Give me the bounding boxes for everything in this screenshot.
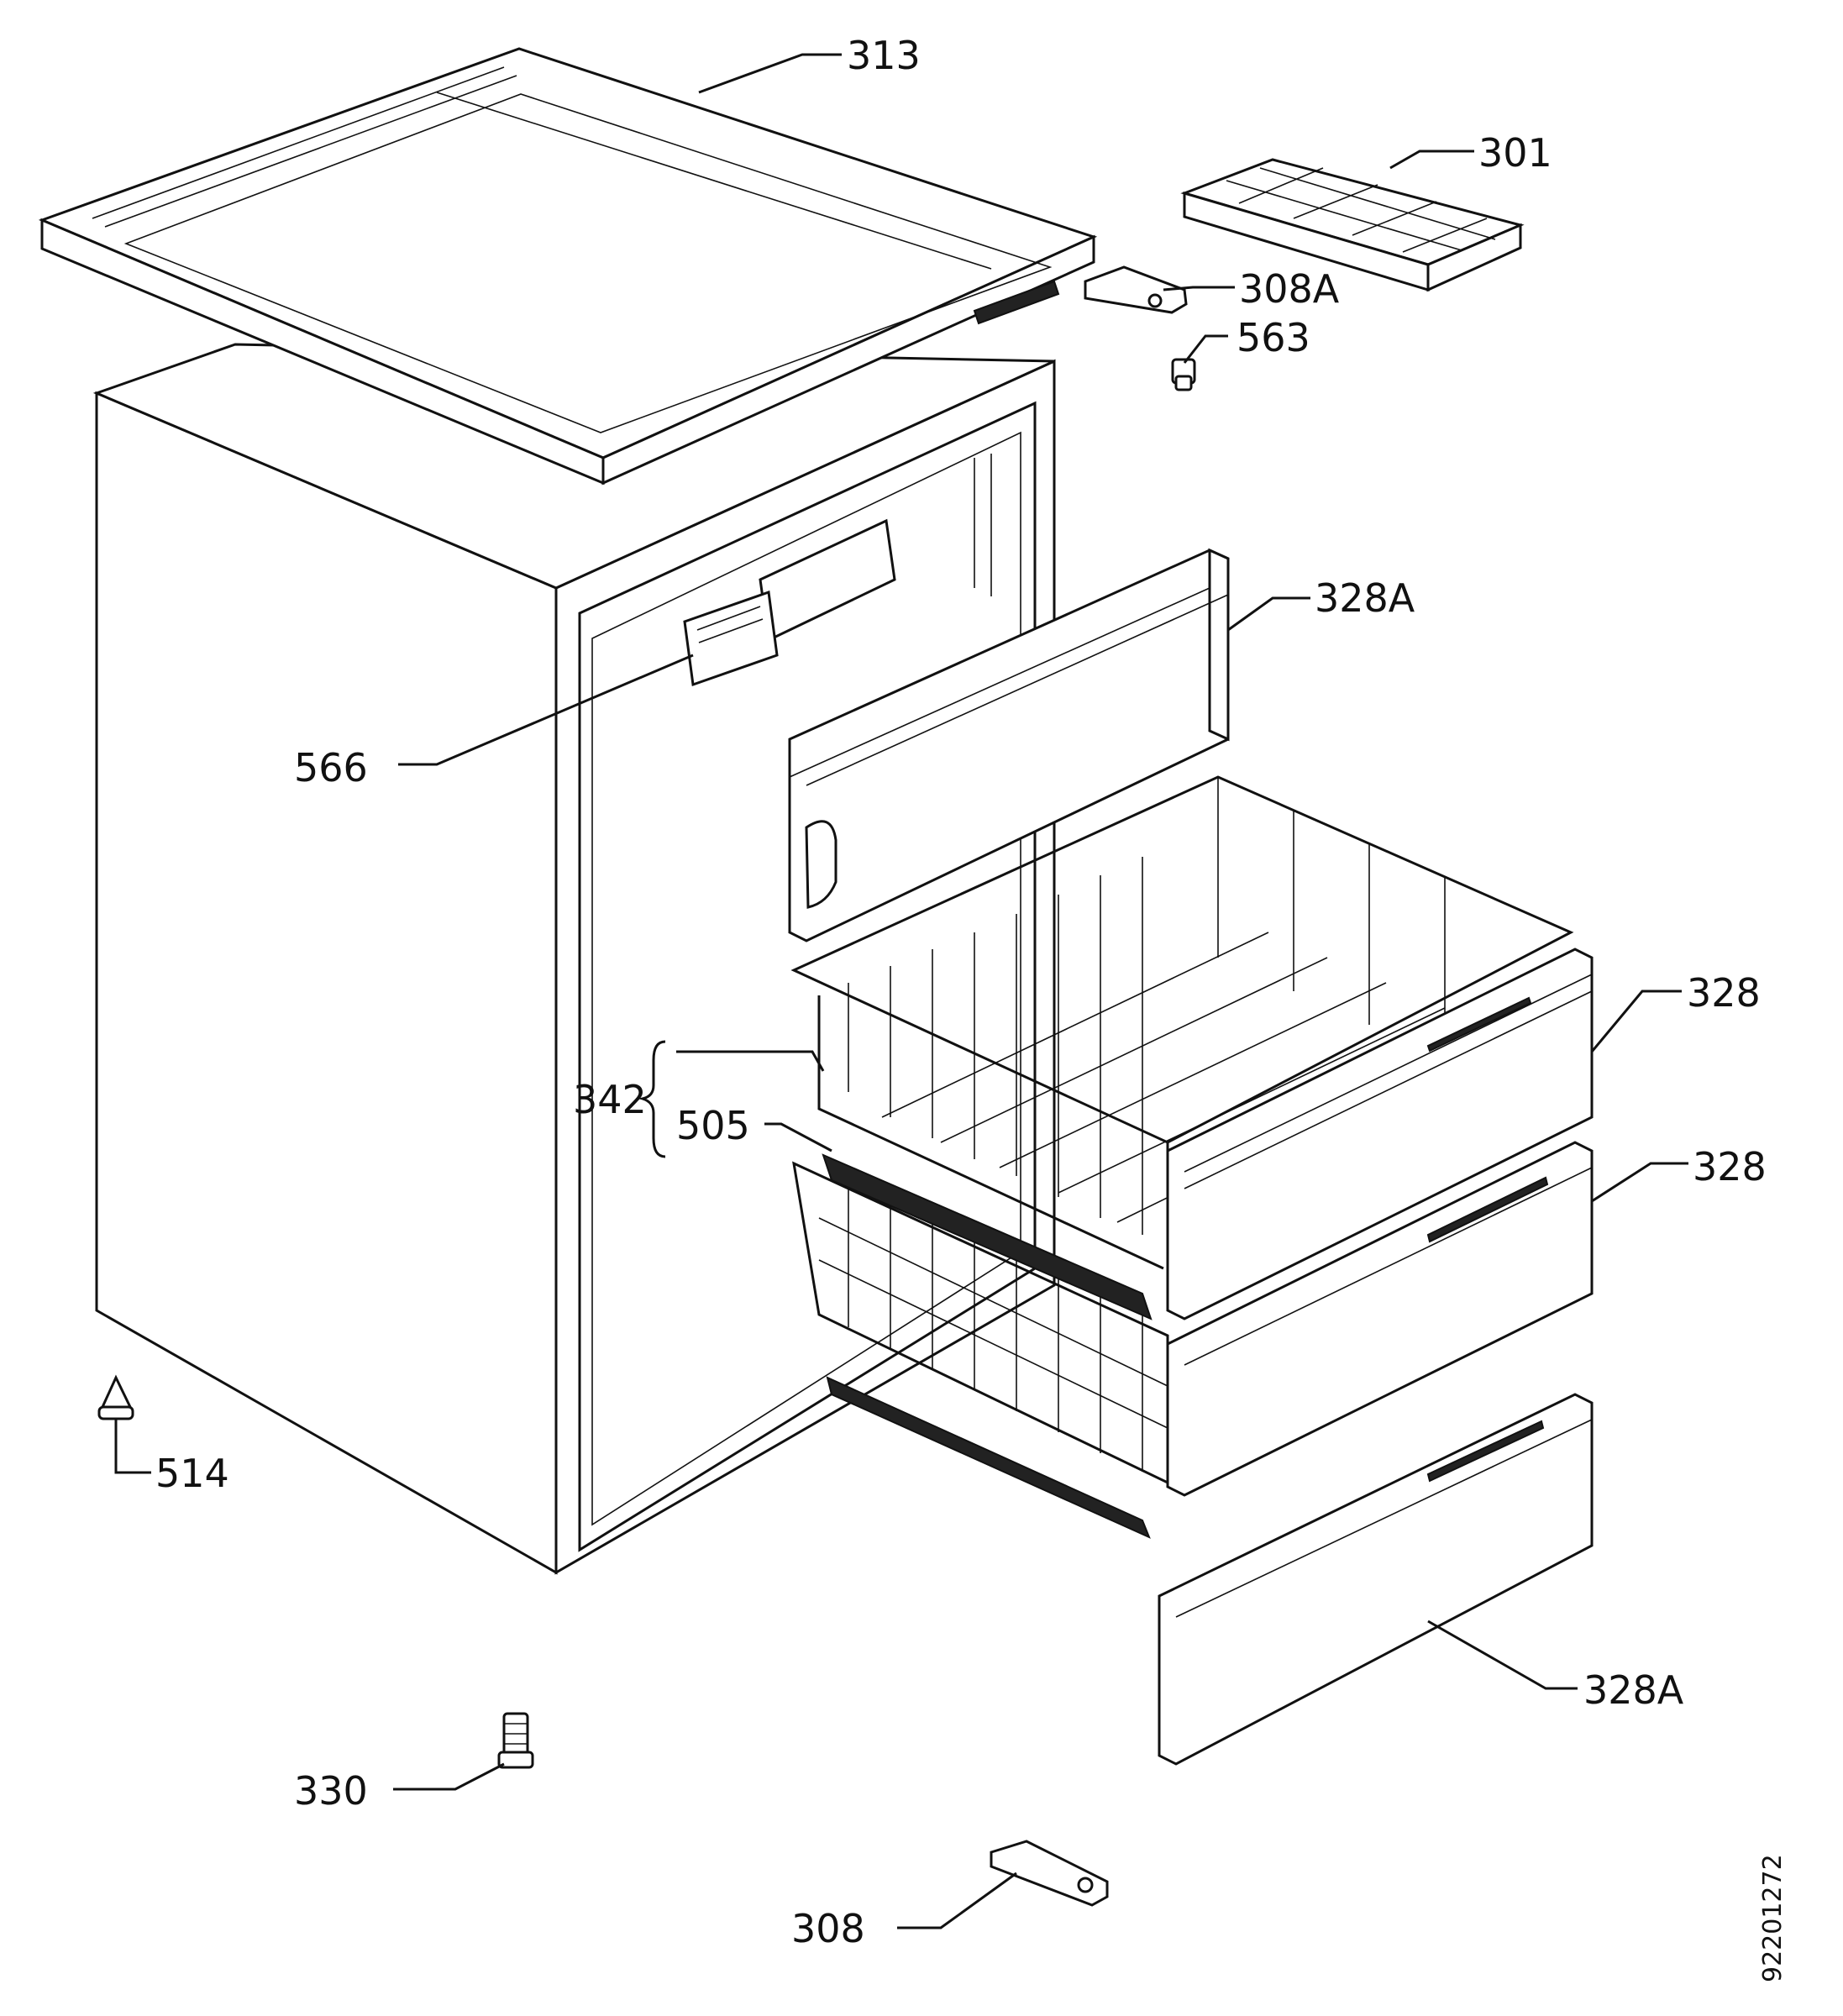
label-301: 301 [1478,130,1552,176]
label-308a-upper-hinge: 308A [1239,266,1340,312]
leader-lines [114,53,1688,1929]
label-566: 566 [294,745,368,790]
hinge-screw [1171,358,1196,391]
document-number: 92201272 [1758,1854,1788,1982]
label-514: 514 [155,1451,229,1496]
label-328a-lower-flap: 328A [1583,1667,1684,1713]
label-342: 342 [573,1077,647,1122]
ice-tray [1180,158,1525,292]
label-313: 313 [847,33,921,78]
middle-drawer-front [1166,1141,1594,1497]
upper-basket [790,775,1574,1270]
label-328-middle-drawer: 328 [1693,1144,1767,1189]
adjustable-foot [497,1712,534,1769]
label-505: 505 [676,1103,750,1148]
runner [822,1153,1153,1539]
label-308-lower-hinge: 308 [791,1906,865,1951]
label-563: 563 [1237,315,1310,360]
upper-flap [788,548,1230,942]
lower-flap [1158,1393,1594,1766]
label-328-upper-drawer: 328 [1687,970,1761,1016]
lower-hinge [990,1840,1109,1907]
foot [97,1374,134,1420]
thermostat-knob [683,518,896,687]
cabinet [92,343,1056,1575]
top-cover [38,47,1098,486]
upper-drawer-front [1166,948,1594,1320]
label-330: 330 [294,1768,368,1814]
part-labels: 313 301 308A 563 566 328A 328 328 342 50… [155,33,1788,1982]
label-328a-upper-flap: 328A [1315,575,1415,621]
upper-hinge [1084,265,1188,314]
